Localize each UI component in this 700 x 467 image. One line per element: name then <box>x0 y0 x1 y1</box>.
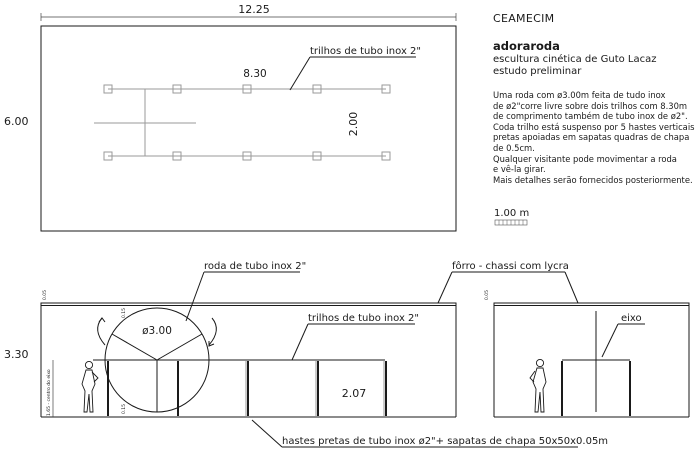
studio-name: CEAMECIM <box>493 12 555 25</box>
figure-arm <box>91 371 99 383</box>
project-subtitle: escultura cinética de Guto Lacaz <box>493 54 657 65</box>
plan-view: 12.25 6.00 8.30 2.00 trilhos de tubo <box>4 3 457 232</box>
plan-rail-spacing-label: 2.00 <box>347 112 360 137</box>
plan-support-square <box>242 84 252 94</box>
project-stage: estudo preliminar <box>493 66 582 77</box>
elevation-height-label: 3.30 <box>4 348 29 361</box>
plan-rail-supports <box>103 84 391 161</box>
rods-callout: hastes pretas de tubo inox ø2"+ sapatas … <box>282 436 608 447</box>
figure-head <box>84 360 94 370</box>
project-title: adoraroda <box>493 39 560 53</box>
ceiling-callout-leader-left <box>437 271 453 304</box>
plan-support-square <box>103 151 113 161</box>
axis-callout: eixo <box>621 313 642 324</box>
plan-rail-callout: trilhos de tubo inox 2" <box>310 46 421 57</box>
axis-callout-leader <box>601 323 619 358</box>
description-line: e vê-la girar. <box>493 164 546 175</box>
plan-width-label: 12.25 <box>238 3 270 16</box>
human-figure-right <box>529 358 547 413</box>
rail-callout-leader <box>291 323 309 361</box>
description-line: Qualquer visitante pode movimentar a rod… <box>493 153 677 164</box>
wheel-spoke-right <box>156 333 203 361</box>
ceiling-callout: fôrro - chassi com lycra <box>452 260 569 272</box>
figure-head <box>535 358 545 368</box>
dim-wheel-bottom: 0.15 <box>121 404 127 414</box>
side-elevation-view: 0.05 eixo <box>484 290 690 418</box>
dim-ceiling-thickness: 0.05 <box>42 290 48 300</box>
figure-body <box>81 369 96 413</box>
human-figure-left <box>81 360 99 413</box>
project-description: Uma roda com ø3.00m feita de tudo inox d… <box>493 90 695 185</box>
scale-bar-label: 1.00 m <box>494 208 529 219</box>
figure-arm <box>529 370 536 383</box>
description-line: de 0.5cm. <box>493 142 535 153</box>
wheel-spoke-left <box>111 333 158 361</box>
plan-support-square <box>381 151 391 161</box>
description-line: pretas apoiadas em sapatas quadras de ch… <box>493 132 690 143</box>
wheel-callout-leader <box>185 271 205 322</box>
elevation-view: 3.30 0.05 1.65 - centro do eixo ø3.00 0.… <box>4 260 608 448</box>
rail-height-label: 2.07 <box>342 387 367 400</box>
description-line: Mais detalhes serão fornecidos posterior… <box>493 174 693 185</box>
support-rods <box>107 361 387 416</box>
ceiling-callout-leader-right <box>564 271 579 304</box>
plan-support-square <box>312 151 322 161</box>
plan-support-square <box>103 84 113 94</box>
wheel-callout: roda de tubo inox 2" <box>204 261 306 272</box>
title-block: CEAMECIM adoraroda escultura cinética de… <box>493 12 695 185</box>
plan-rail-length-label: 8.30 <box>243 68 266 80</box>
description-line: de comprimento também de tubo inox de ø2… <box>493 111 688 122</box>
plan-support-square <box>172 84 182 94</box>
rotation-arrow-left <box>97 317 106 346</box>
plan-support-square <box>242 151 252 161</box>
plan-support-square <box>172 151 182 161</box>
description-line: de ø2"corre livre sobre dois trilhos com… <box>493 100 688 111</box>
rotation-arrowhead-left <box>98 317 106 323</box>
figure-body <box>532 367 547 413</box>
elevation-ceiling <box>40 302 457 306</box>
rotation-arrow-right <box>208 317 217 346</box>
plan-height-label: 6.00 <box>4 115 29 128</box>
dim-wheel-top: 0.15 <box>121 308 127 318</box>
dim-side-ceiling: 0.05 <box>484 290 490 300</box>
plan-support-square <box>312 84 322 94</box>
side-ceiling <box>493 302 690 306</box>
plan-room-outline <box>40 25 457 232</box>
elevation-rail-callout: trilhos de tubo inox 2" <box>308 313 419 324</box>
plan-support-square <box>381 84 391 94</box>
wheel-diameter-label: ø3.00 <box>142 325 172 337</box>
description-line: Coda trilho está suspenso por 5 hastes v… <box>493 121 695 132</box>
rotation-arrowhead-right <box>208 341 215 347</box>
description-line: Uma roda com ø3.00m feita de tudo inox <box>493 90 666 100</box>
plan-callout-leader <box>289 56 311 91</box>
scale-bar: 1.00 m <box>494 208 529 226</box>
axis-height-label: 1.65 - centro do eixo <box>46 369 52 416</box>
rods-callout-leader <box>251 419 283 448</box>
